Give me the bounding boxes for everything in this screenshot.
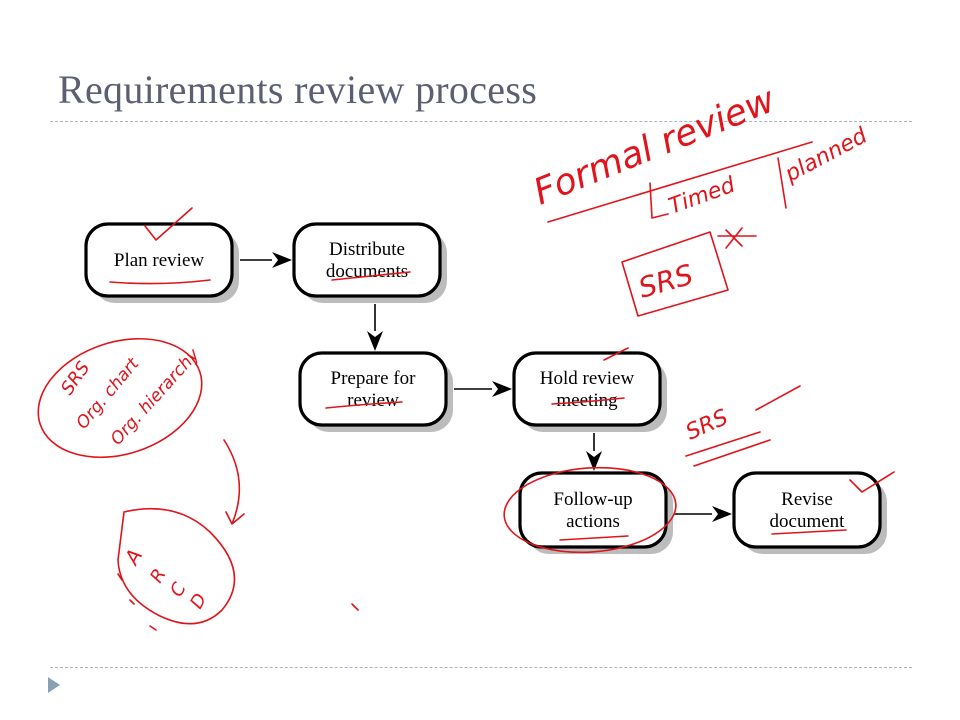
star-mark bbox=[717, 227, 757, 249]
process-node-plan: Plan review bbox=[84, 222, 239, 303]
timed-note: Timed bbox=[666, 172, 740, 219]
node-box bbox=[512, 351, 662, 427]
stray-marks bbox=[117, 573, 359, 631]
underline-follow bbox=[559, 535, 629, 541]
lower-note-d: D bbox=[186, 590, 211, 613]
lower-note-outline bbox=[117, 507, 236, 625]
footer-divider bbox=[50, 667, 912, 668]
diagram-edges bbox=[240, 252, 732, 522]
underline-plan bbox=[109, 279, 211, 285]
node-box bbox=[84, 222, 234, 298]
edge-plan-to-distribute bbox=[240, 252, 292, 268]
node-label: Distribute bbox=[329, 239, 405, 260]
arrowhead-icon bbox=[712, 506, 732, 522]
edge-distribute-to-prepare bbox=[367, 304, 383, 351]
node-label: Follow-up bbox=[553, 489, 632, 510]
node-label: Revise bbox=[781, 489, 833, 510]
footer-triangle-icon bbox=[48, 677, 60, 693]
lower-note-c: C bbox=[166, 579, 191, 601]
node-label: Hold review bbox=[540, 368, 635, 389]
underline-prepare bbox=[325, 401, 403, 409]
srs-box-note: SRS bbox=[635, 258, 697, 305]
arrowhead-icon bbox=[272, 252, 292, 268]
node-label: Prepare for bbox=[331, 368, 417, 389]
node-label: review bbox=[347, 390, 399, 411]
node-label: Plan review bbox=[114, 250, 205, 271]
underline-stroke bbox=[547, 141, 813, 223]
lower-note-a: A bbox=[119, 545, 148, 571]
left-note-circle bbox=[37, 337, 203, 459]
left-note-arrow bbox=[223, 439, 245, 525]
node-label: documents bbox=[326, 261, 408, 282]
node-box bbox=[292, 222, 442, 298]
check-mark-revise bbox=[849, 471, 895, 493]
node-box bbox=[732, 471, 882, 549]
arrowhead-icon bbox=[492, 381, 512, 397]
node-label: meeting bbox=[556, 390, 618, 411]
node-box bbox=[518, 471, 668, 549]
tick-hold bbox=[603, 347, 629, 361]
arrow-stroke bbox=[649, 182, 669, 219]
planned-note: planned bbox=[780, 123, 872, 188]
underline-distribute bbox=[331, 271, 411, 281]
srs-box-outline bbox=[621, 231, 729, 317]
slide-title: Requirements review process bbox=[58, 67, 538, 112]
arrowhead-icon bbox=[367, 331, 383, 351]
divider-stroke bbox=[777, 157, 787, 209]
edge-follow-to-revise bbox=[674, 506, 732, 522]
node-label: actions bbox=[566, 511, 620, 532]
srs-side-strokes bbox=[685, 385, 801, 467]
underline-hold bbox=[551, 397, 625, 405]
node-box bbox=[298, 351, 448, 427]
title-divider bbox=[50, 121, 912, 122]
arrowhead-icon bbox=[586, 451, 602, 471]
underline-revise bbox=[771, 529, 847, 535]
left-note-line-1: SRS bbox=[57, 358, 94, 399]
follow-up-circle bbox=[503, 466, 677, 554]
srs-side-note: SRS bbox=[682, 405, 732, 445]
edge-hold-to-follow bbox=[586, 433, 602, 471]
node-label: document bbox=[770, 511, 846, 532]
check-mark-plan bbox=[144, 207, 193, 241]
left-note-line-3: Org. hierarchy bbox=[107, 344, 204, 449]
edge-prepare-to-hold bbox=[454, 381, 512, 397]
formal-review-note: Formal review bbox=[528, 79, 781, 213]
lower-note-r: R bbox=[146, 565, 170, 586]
